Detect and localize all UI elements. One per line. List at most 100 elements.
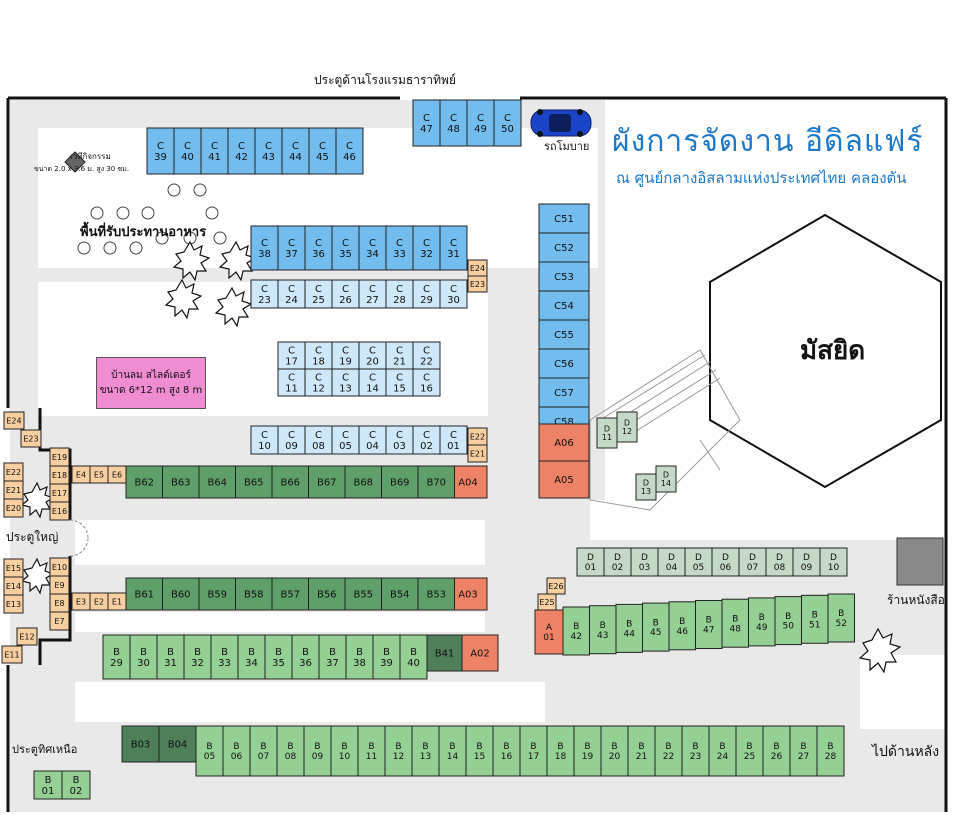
- booth-b48[interactable]: B48: [721, 598, 749, 648]
- booth-b12[interactable]: B12: [384, 725, 413, 777]
- booth-box[interactable]: [708, 725, 737, 777]
- booth-box[interactable]: [412, 279, 441, 309]
- booth-box[interactable]: [277, 225, 306, 271]
- booth-c50[interactable]: C50: [493, 99, 522, 147]
- booth-c12[interactable]: C12: [304, 368, 333, 397]
- booth-b25[interactable]: B25: [735, 725, 764, 777]
- to-back-label[interactable]: ไปด้านหลัง: [872, 744, 940, 760]
- booth-box[interactable]: [303, 725, 332, 777]
- booth-box[interactable]: [635, 473, 657, 501]
- booth-box[interactable]: [372, 634, 401, 680]
- booth-a01[interactable]: A01: [534, 609, 564, 655]
- booth-box[interactable]: [765, 547, 794, 577]
- booth-box[interactable]: [358, 425, 387, 455]
- booth-box[interactable]: [384, 725, 413, 777]
- booth-c53[interactable]: C53: [538, 261, 590, 292]
- booth-c19[interactable]: C19: [331, 341, 360, 370]
- booth-b57[interactable]: B57: [271, 577, 309, 611]
- booth-box[interactable]: [3, 558, 24, 578]
- booth-box[interactable]: [49, 593, 70, 613]
- booth-c42[interactable]: C42: [227, 127, 256, 175]
- booth-e22[interactable]: E22: [467, 427, 488, 446]
- booth-e21[interactable]: E21: [3, 480, 24, 500]
- booth-c28[interactable]: C28: [385, 279, 414, 309]
- booth-b35[interactable]: B35: [264, 634, 293, 680]
- booth-box[interactable]: [89, 465, 109, 484]
- booth-b36[interactable]: B36: [291, 634, 320, 680]
- booth-box[interactable]: [107, 465, 127, 484]
- booth-c38[interactable]: C38: [250, 225, 279, 271]
- booth-box[interactable]: [271, 577, 309, 611]
- booth-box[interactable]: [237, 634, 266, 680]
- booth-box[interactable]: [304, 368, 333, 397]
- booth-box[interactable]: [183, 634, 212, 680]
- booth-c05[interactable]: C05: [331, 425, 360, 455]
- booth-b44[interactable]: B44: [615, 603, 643, 653]
- booth-a05[interactable]: A05: [538, 460, 590, 499]
- booth-b22[interactable]: B22: [654, 725, 683, 777]
- booth-b54[interactable]: B54: [381, 577, 419, 611]
- booth-e10[interactable]: E10: [49, 557, 70, 577]
- booth-b58[interactable]: B58: [235, 577, 273, 611]
- booth-box[interactable]: [438, 725, 467, 777]
- booth-b27[interactable]: B27: [789, 725, 818, 777]
- booth-box[interactable]: [254, 127, 283, 175]
- booth-box[interactable]: [534, 609, 564, 655]
- booth-b17[interactable]: B17: [519, 725, 548, 777]
- booth-box[interactable]: [412, 341, 441, 370]
- booth-box[interactable]: [655, 465, 677, 493]
- booth-box[interactable]: [1, 645, 23, 664]
- booth-box[interactable]: [276, 725, 305, 777]
- booth-d03[interactable]: D03: [630, 547, 659, 577]
- booth-box[interactable]: [331, 368, 360, 397]
- booth-b46[interactable]: B46: [668, 601, 696, 651]
- booth-e25[interactable]: E25: [537, 593, 557, 611]
- booth-box[interactable]: [49, 557, 70, 577]
- booth-box[interactable]: [331, 341, 360, 370]
- booth-box[interactable]: [198, 465, 236, 499]
- booth-box[interactable]: [308, 577, 346, 611]
- booth-box[interactable]: [49, 483, 70, 503]
- booth-box[interactable]: [538, 319, 590, 350]
- booth-box[interactable]: [642, 602, 670, 652]
- booth-box[interactable]: [385, 368, 414, 397]
- booth-c45[interactable]: C45: [308, 127, 337, 175]
- booth-box[interactable]: [412, 368, 441, 397]
- booth-c10[interactable]: C10: [250, 425, 279, 455]
- booth-box[interactable]: [538, 460, 590, 499]
- booth-box[interactable]: [49, 575, 70, 595]
- booth-c40[interactable]: C40: [173, 127, 202, 175]
- booth-box[interactable]: [3, 576, 24, 596]
- booth-box[interactable]: [3, 498, 24, 518]
- booth-c33[interactable]: C33: [385, 225, 414, 271]
- booth-box[interactable]: [250, 279, 279, 309]
- booth-box[interactable]: [344, 465, 382, 499]
- booth-box[interactable]: [774, 596, 802, 646]
- booth-b60[interactable]: B60: [162, 577, 200, 611]
- booth-box[interactable]: [448, 577, 488, 611]
- booth-c24[interactable]: C24: [277, 279, 306, 309]
- booth-e12[interactable]: E12: [16, 627, 38, 646]
- booth-b42[interactable]: B42: [562, 606, 590, 656]
- booth-box[interactable]: [89, 592, 109, 611]
- booth-c30[interactable]: C30: [439, 279, 468, 309]
- booth-d05[interactable]: D05: [684, 547, 713, 577]
- booth-box[interactable]: [198, 577, 236, 611]
- booth-box[interactable]: [546, 577, 566, 595]
- booth-box[interactable]: [467, 444, 488, 463]
- booth-b07[interactable]: B07: [249, 725, 278, 777]
- booth-a02[interactable]: A02: [461, 634, 499, 672]
- booth-box[interactable]: [158, 725, 197, 763]
- booth-box[interactable]: [735, 725, 764, 777]
- booth-e13[interactable]: E13: [3, 594, 24, 614]
- booth-box[interactable]: [546, 725, 575, 777]
- booth-e5[interactable]: E5: [89, 465, 109, 484]
- booth-box[interactable]: [426, 634, 463, 672]
- booth-c13[interactable]: C13: [331, 368, 360, 397]
- booth-c55[interactable]: C55: [538, 319, 590, 350]
- booth-box[interactable]: [538, 377, 590, 408]
- booth-c26[interactable]: C26: [331, 279, 360, 309]
- booth-b04[interactable]: B04: [158, 725, 197, 763]
- booth-b65[interactable]: B65: [235, 465, 273, 499]
- booth-e23[interactable]: E23: [20, 429, 42, 448]
